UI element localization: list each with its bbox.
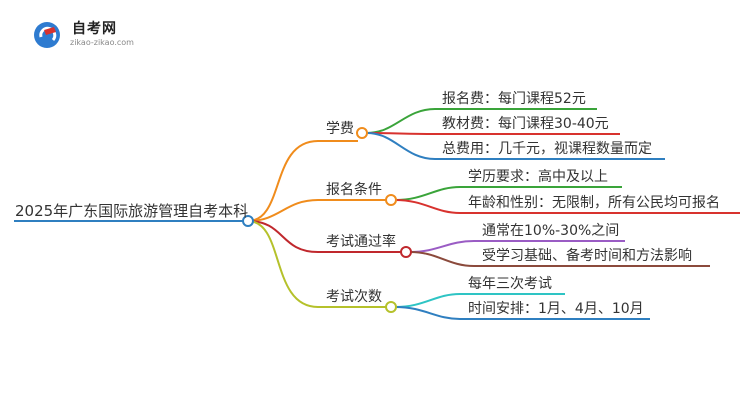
leaf-fees-textbook: 教材费：每门课程30-40元: [442, 116, 609, 132]
connector-conditions-2: [394, 199, 461, 214]
graduation-cap-icon: [34, 22, 60, 48]
leaf-conditions-age: 年龄和性别：无限制，所有公民均可报名: [468, 195, 720, 211]
root-topic: 2025年广东国际旅游管理自考本科: [15, 202, 249, 220]
branch-conditions: 报名条件: [326, 182, 382, 198]
branch-count: 考试次数: [326, 289, 382, 305]
fees-node-circle: [356, 127, 368, 139]
leaf-passrate-range: 通常在10%-30%之间: [482, 223, 620, 239]
passrate-node-circle: [400, 246, 412, 258]
connector-count-2: [394, 306, 461, 320]
leaf-passrate-factors: 受学习基础、备考时间和方法影响: [482, 248, 692, 264]
connector-fees-3: [366, 132, 436, 160]
connector-root-count: [247, 220, 319, 308]
leaf-count-schedule: 时间安排：1月、4月、10月: [468, 301, 644, 317]
connector-conditions-1: [394, 186, 461, 201]
leaf-fees-registration: 报名费：每门课程52元: [442, 91, 586, 107]
site-logo[interactable]: 自考网 zikao-zikao.com: [30, 14, 140, 50]
conditions-node-circle: [385, 194, 397, 206]
count-node-circle: [385, 301, 397, 313]
connector-root-conditions: [247, 199, 319, 222]
leaf-count-times: 每年三次考试: [468, 276, 552, 292]
leaf-fees-total: 总费用：几千元，视课程数量而定: [442, 141, 652, 157]
connector-root-fees: [247, 140, 319, 222]
logo-subtitle: zikao-zikao.com: [70, 38, 134, 47]
logo-title: 自考网: [72, 21, 117, 37]
leaf-conditions-education: 学历要求：高中及以上: [468, 169, 608, 185]
connector-fees-1: [366, 108, 436, 134]
root-node-circle: [242, 215, 254, 227]
connector-passrate-2: [409, 251, 475, 267]
connector-passrate-1: [409, 240, 475, 253]
connector-count-1: [394, 293, 461, 308]
branch-passrate: 考试通过率: [326, 234, 396, 250]
branch-fees: 学费: [326, 121, 354, 137]
connector-root-passrate: [247, 220, 319, 253]
